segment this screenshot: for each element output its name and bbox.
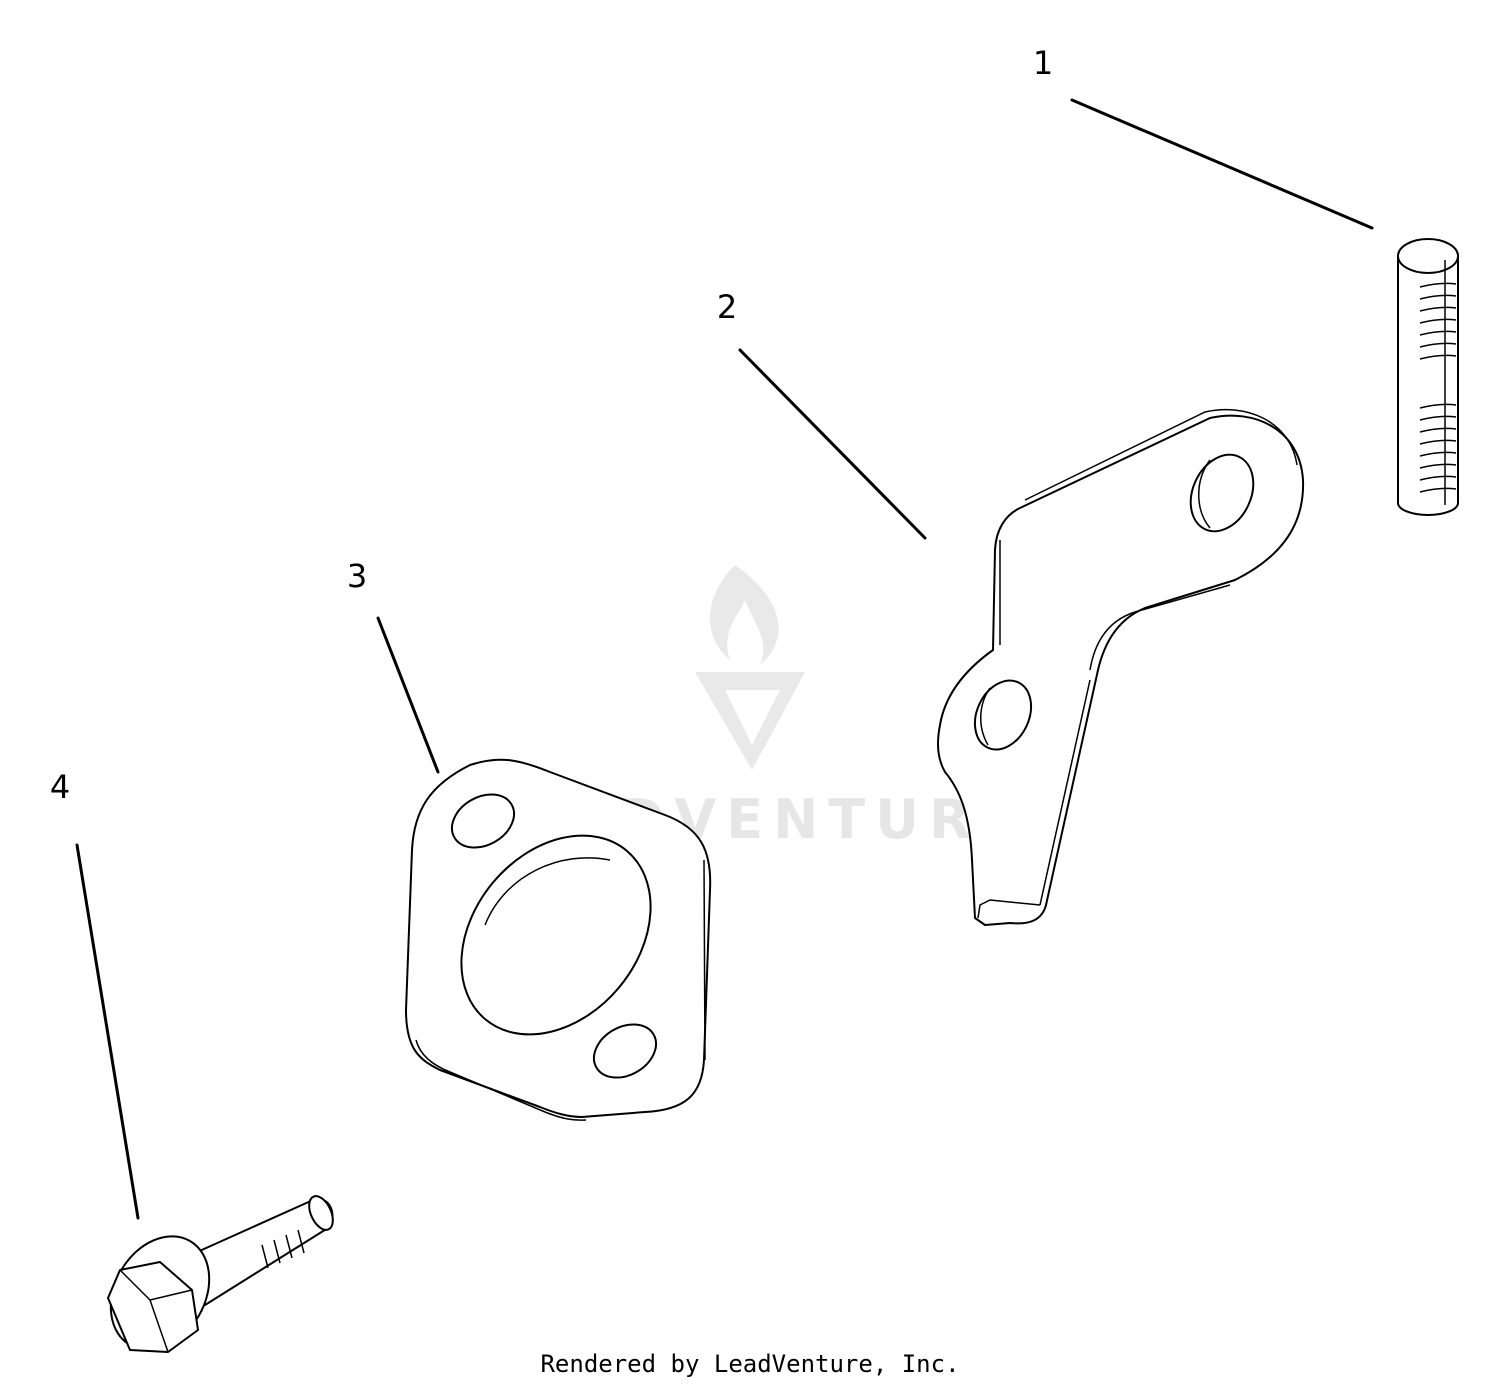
hex-bolt-part — [107, 1195, 334, 1353]
leader-line-3 — [376, 616, 440, 774]
callout-3: 3 — [347, 557, 367, 595]
callout-1: 1 — [1033, 44, 1053, 82]
footer-credit: Rendered by LeadVenture, Inc. — [540, 1350, 960, 1378]
leader-line-2 — [738, 348, 927, 540]
callout-2: 2 — [717, 288, 737, 326]
leader-line-1 — [1070, 98, 1374, 230]
leader-line-4 — [75, 843, 140, 1220]
dowel-pin-part — [1397, 238, 1459, 516]
callout-4: 4 — [50, 768, 70, 806]
bracket-part — [936, 408, 1305, 926]
gasket-part — [405, 758, 712, 1121]
